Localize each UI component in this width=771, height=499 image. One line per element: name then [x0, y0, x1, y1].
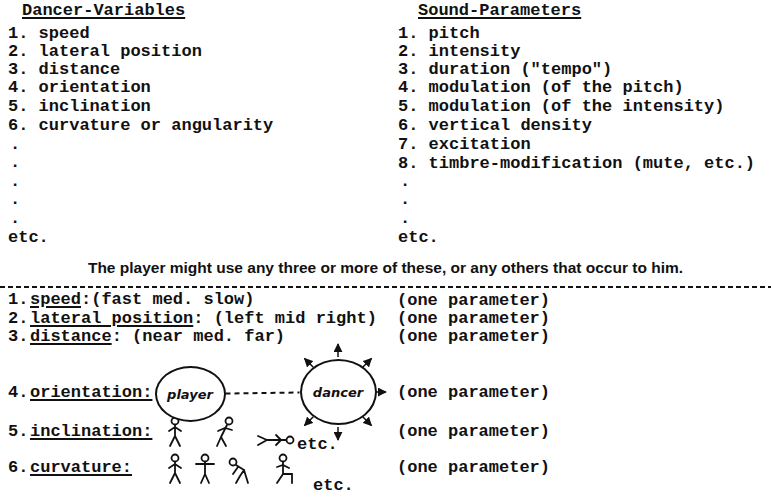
variable-name: lateral position [30, 310, 193, 328]
list-item: 3. distance [8, 61, 120, 79]
item-number: 6. [8, 459, 28, 477]
variable-name: speed [30, 291, 81, 309]
variable-name: curvature: [30, 459, 132, 477]
list-item: 1. pitch [398, 25, 480, 43]
ellipsis-dot: . [10, 136, 20, 154]
ellipsis-dot: . [400, 173, 410, 191]
list-item: 8. timbre-modification (mute, etc.) [398, 155, 755, 173]
etc-note: etc. [398, 229, 439, 247]
node-label: player [167, 387, 213, 402]
player-circle: player [155, 366, 226, 422]
parameter-note: (one parameter) [397, 423, 550, 441]
dancer-circle: dancer [300, 359, 377, 425]
ellipsis-dot: . [400, 191, 410, 209]
separator-line [0, 286, 771, 288]
node-label: dancer [313, 385, 363, 400]
list-item: 2. lateral position [8, 43, 202, 61]
list-item: 4. modulation (of the pitch) [398, 79, 684, 97]
value-range: : (near med. far) [112, 328, 285, 346]
ellipsis-dot: . [400, 210, 410, 228]
value-range: :(fast med. slow) [81, 291, 254, 309]
item-number: 1. [8, 291, 28, 309]
parameter-note: (one parameter) [397, 459, 550, 477]
item-number: 2. [8, 310, 28, 328]
item-number: 5. [8, 423, 28, 441]
list-item: 3. duration ("tempo") [398, 61, 612, 79]
variable-name: distance [30, 328, 112, 346]
column-heading: Dancer-Variables [22, 2, 185, 20]
ellipsis-dot: . [10, 210, 20, 228]
parameter-note: (one parameter) [397, 384, 550, 402]
list-item: 4. orientation [8, 79, 151, 97]
list-item: 1. speed [8, 25, 90, 43]
list-item: 6. vertical density [398, 117, 592, 135]
parameter-note: (one parameter) [397, 310, 550, 328]
item-number: 3. [8, 328, 28, 346]
instruction-sentence: The player might use any three or more o… [88, 259, 683, 277]
column-heading: Sound-Parameters [418, 2, 581, 20]
variable-name: inclination: [30, 423, 152, 441]
stick-figures [169, 418, 294, 484]
value-range: : (left mid right) [193, 310, 377, 328]
parameter-note: (one parameter) [397, 292, 550, 310]
ellipsis-dot: . [10, 154, 20, 172]
parameter-note: (one parameter) [397, 328, 550, 346]
etc-note: etc. [8, 229, 49, 247]
list-item: 2. intensity [398, 43, 520, 61]
etc-note: etc. [313, 477, 354, 495]
etc-note: etc. [297, 436, 338, 454]
list-item: 5. modulation (of the intensity) [398, 98, 724, 116]
list-item: 6. curvature or angularity [8, 117, 273, 135]
dashed-connector [225, 393, 299, 394]
ellipsis-dot: . [10, 173, 20, 191]
item-number: 4. [8, 384, 28, 402]
ellipsis-dot: . [10, 191, 20, 209]
list-item: 7. excitation [398, 136, 531, 154]
list-item: 5. inclination [8, 98, 151, 116]
variable-name: orientation: [30, 384, 152, 402]
